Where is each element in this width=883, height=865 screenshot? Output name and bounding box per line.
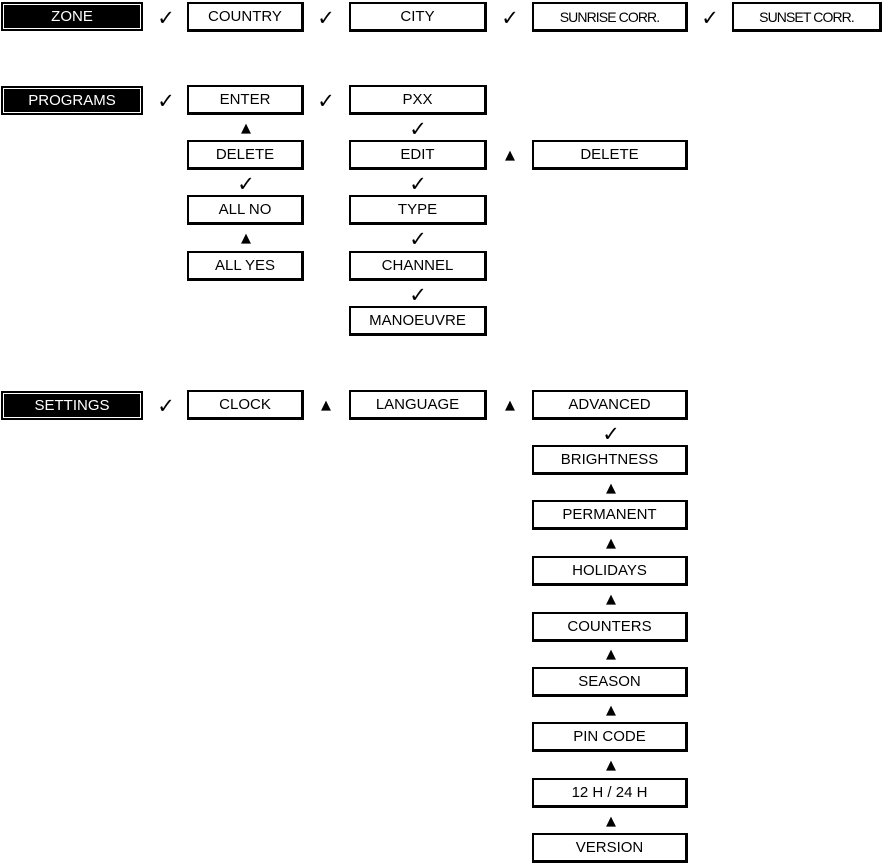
up-arrow-icon: ▲	[606, 702, 616, 718]
check-icon: ✓	[237, 172, 255, 196]
city-box[interactable]: CITY	[349, 2, 487, 32]
enter-box[interactable]: ENTER	[187, 85, 304, 115]
up-arrow-icon: ▲	[606, 535, 616, 551]
season-box[interactable]: SEASON	[532, 667, 688, 697]
up-arrow-icon: ▲	[606, 757, 616, 773]
up-arrow-icon: ▲	[241, 120, 251, 136]
advanced-box[interactable]: ADVANCED	[532, 390, 688, 420]
clock-box[interactable]: CLOCK	[187, 390, 304, 420]
check-icon: ✓	[701, 6, 719, 30]
up-arrow-icon: ▲	[606, 591, 616, 607]
type-box[interactable]: TYPE	[349, 195, 487, 225]
up-arrow-icon: ▲	[241, 230, 251, 246]
sunset-corr-box[interactable]: SUNSET CORR.	[732, 2, 882, 32]
check-icon: ✓	[409, 283, 427, 307]
check-icon: ✓	[317, 89, 335, 113]
check-icon: ✓	[157, 6, 175, 30]
up-arrow-icon: ▲	[606, 480, 616, 496]
time-format-box[interactable]: 12 H / 24 H	[532, 778, 688, 808]
pin-code-box[interactable]: PIN CODE	[532, 722, 688, 752]
counters-box[interactable]: COUNTERS	[532, 612, 688, 642]
settings-header[interactable]: SETTINGS	[1, 391, 143, 420]
check-icon: ✓	[157, 394, 175, 418]
language-box[interactable]: LANGUAGE	[349, 390, 487, 420]
delete-box[interactable]: DELETE	[187, 140, 304, 170]
up-arrow-icon: ▲	[321, 397, 331, 413]
sunrise-corr-box[interactable]: SUNRISE CORR.	[532, 2, 688, 32]
up-arrow-icon: ▲	[606, 646, 616, 662]
check-icon: ✓	[501, 6, 519, 30]
zone-header[interactable]: ZONE	[1, 2, 143, 31]
pxx-box[interactable]: PXX	[349, 85, 487, 115]
all-no-box[interactable]: ALL NO	[187, 195, 304, 225]
holidays-box[interactable]: HOLIDAYS	[532, 556, 688, 586]
check-icon: ✓	[317, 6, 335, 30]
check-icon: ✓	[409, 227, 427, 251]
country-box[interactable]: COUNTRY	[187, 2, 304, 32]
up-arrow-icon: ▲	[606, 813, 616, 829]
check-icon: ✓	[602, 422, 620, 446]
check-icon: ✓	[157, 89, 175, 113]
channel-box[interactable]: CHANNEL	[349, 251, 487, 281]
check-icon: ✓	[409, 117, 427, 141]
version-box[interactable]: VERSION	[532, 833, 688, 863]
up-arrow-icon: ▲	[505, 397, 515, 413]
up-arrow-icon: ▲	[505, 147, 515, 163]
manoeuvre-box[interactable]: MANOEUVRE	[349, 306, 487, 336]
all-yes-box[interactable]: ALL YES	[187, 251, 304, 281]
edit-delete-box[interactable]: DELETE	[532, 140, 688, 170]
check-icon: ✓	[409, 172, 427, 196]
permanent-box[interactable]: PERMANENT	[532, 500, 688, 530]
brightness-box[interactable]: BRIGHTNESS	[532, 445, 688, 475]
programs-header[interactable]: PROGRAMS	[1, 86, 143, 115]
edit-box[interactable]: EDIT	[349, 140, 487, 170]
